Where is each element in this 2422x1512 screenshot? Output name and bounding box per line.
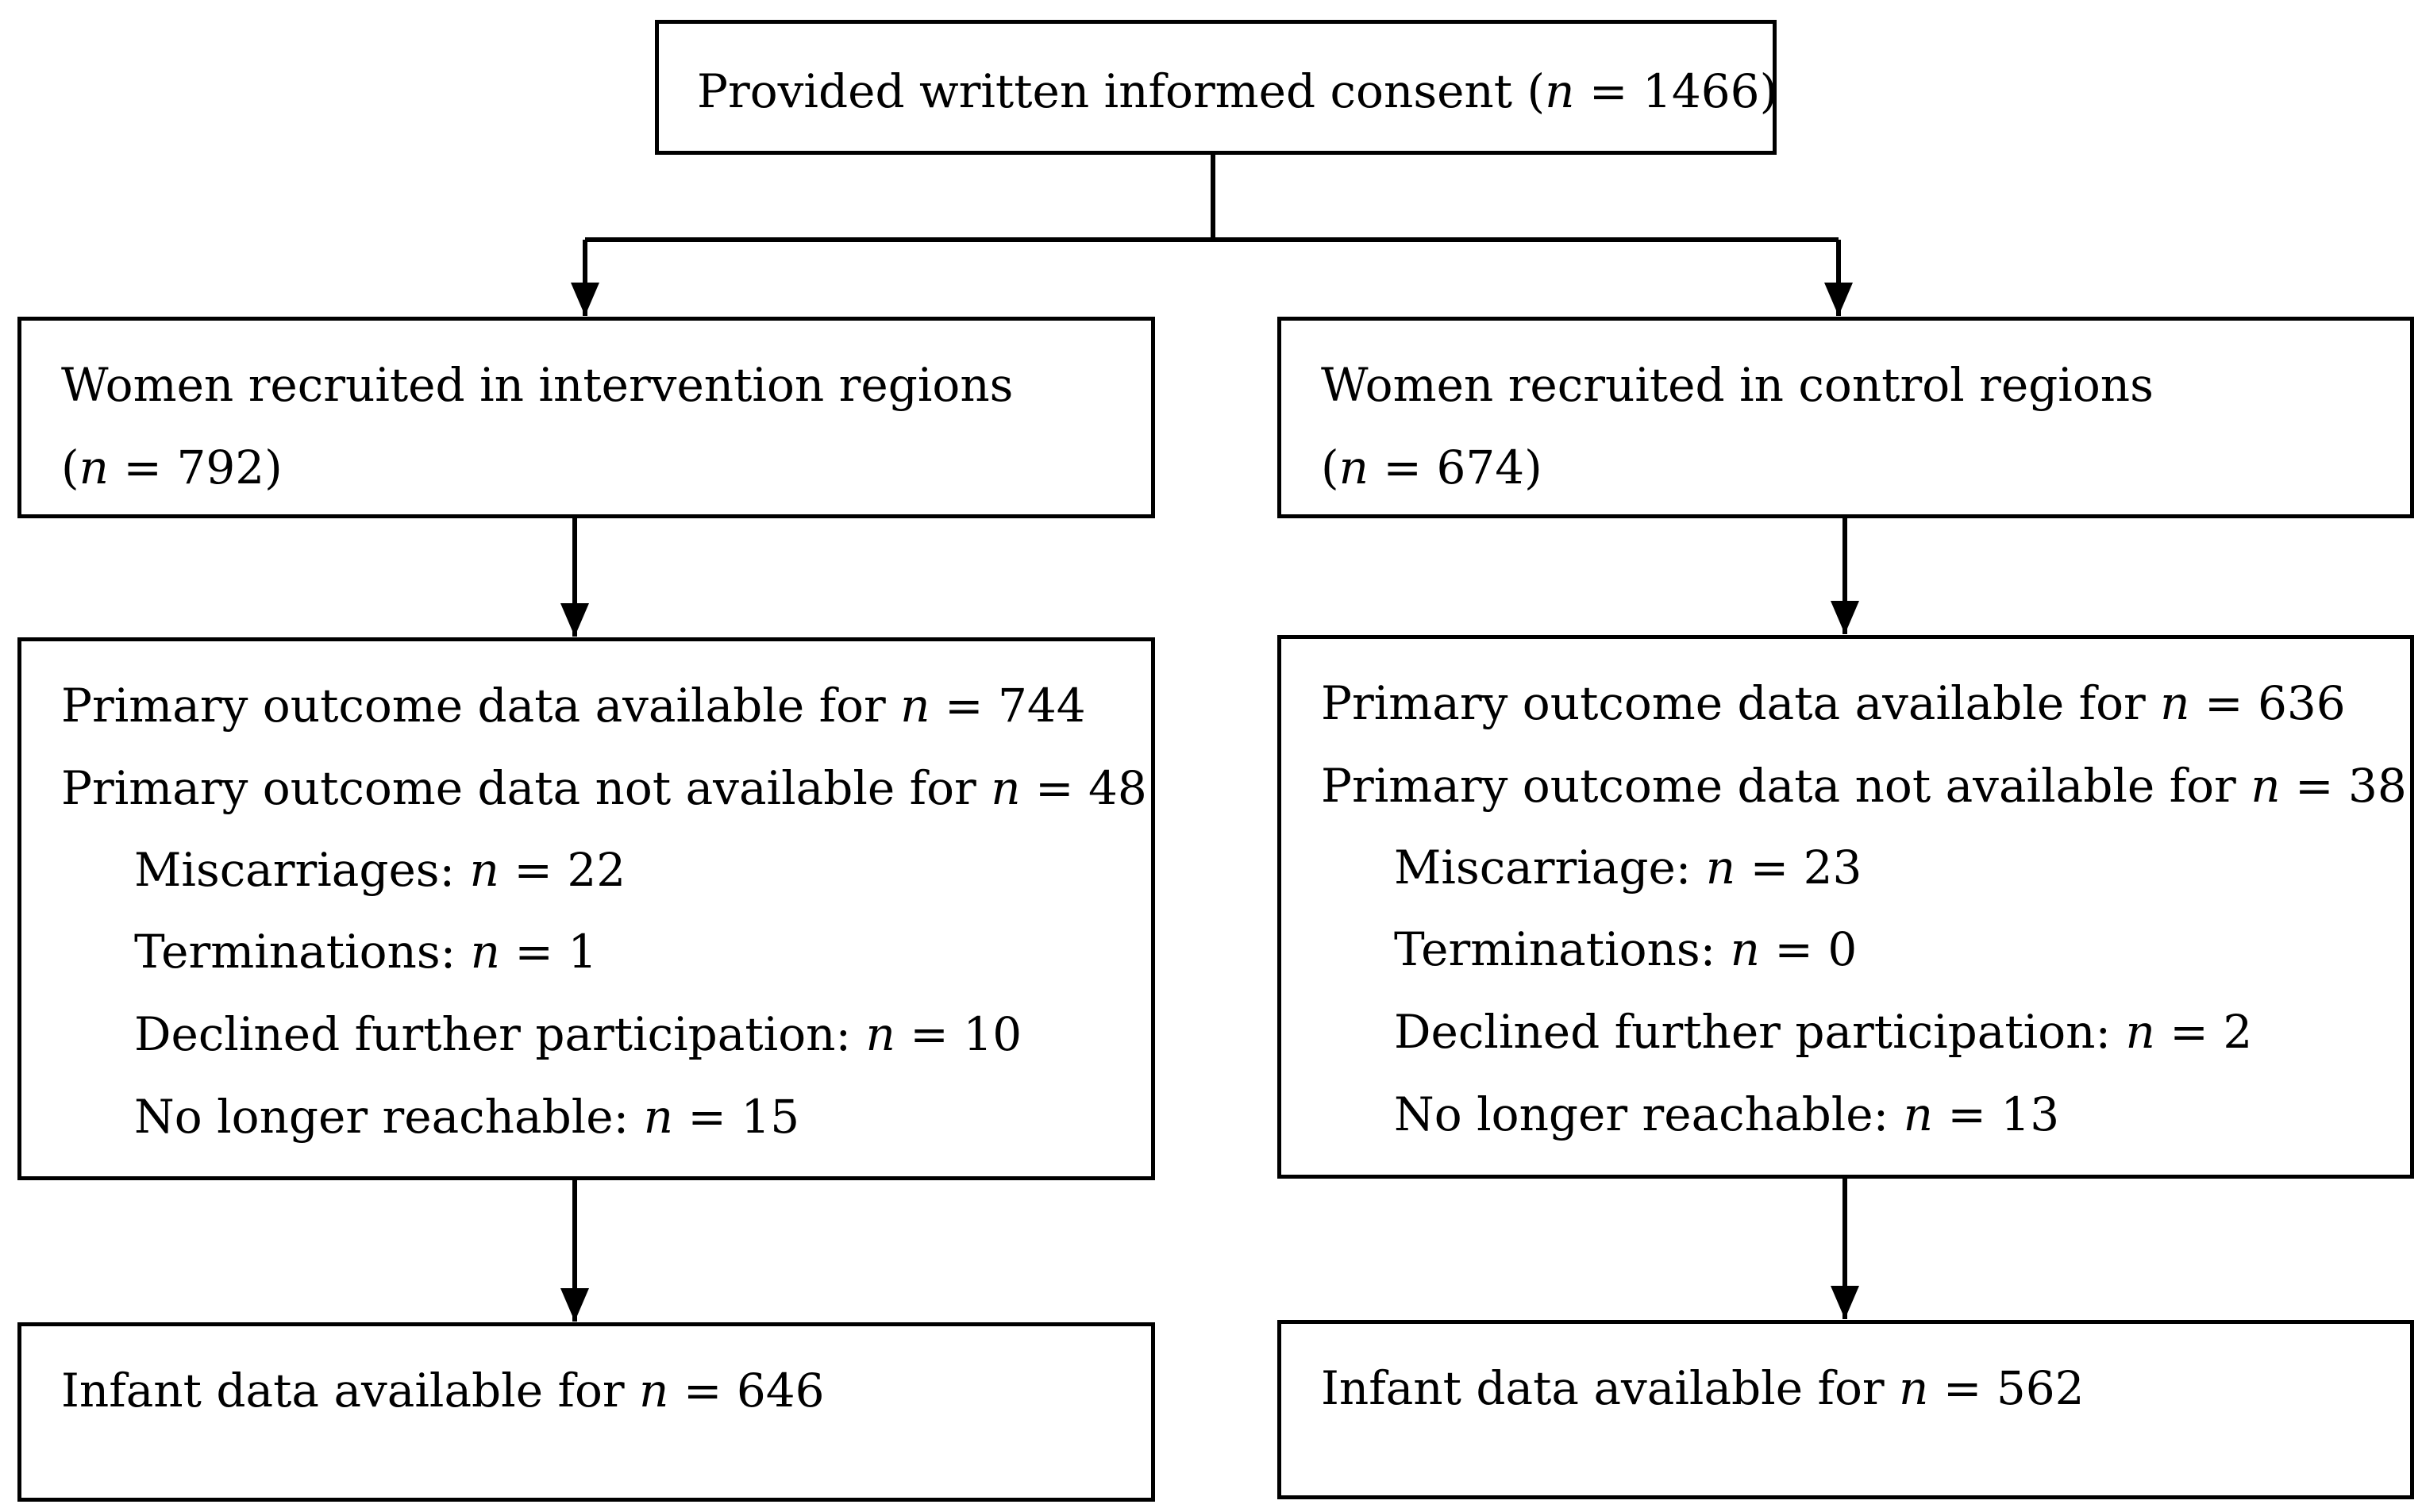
reason-line-terminations: Terminations: n = 1 <box>134 929 597 975</box>
line-label: Primary outcome data available for <box>1321 676 2161 730</box>
count-value: = 1 <box>499 925 598 979</box>
line-label: Primary outcome data available for <box>61 679 901 733</box>
n-symbol: n <box>865 1007 895 1061</box>
line-label: Infant data available for <box>1321 1361 1900 1415</box>
count-value: = 562 <box>1928 1361 2085 1415</box>
control-outcome-box: Primary outcome data available for n = 6… <box>1277 635 2414 1179</box>
line-label: Terminations: <box>134 925 471 979</box>
n-symbol: n <box>1705 841 1736 895</box>
reason-line-unreachable: No longer reachable: n = 13 <box>1394 1091 2059 1137</box>
n-symbol: n <box>1899 1361 1929 1415</box>
count-value: = 15 <box>672 1090 800 1144</box>
line-label: No longer reachable: <box>134 1090 644 1144</box>
n-symbol: n <box>1338 441 1369 494</box>
reason-line-terminations: Terminations: n = 0 <box>1394 926 1857 972</box>
reason-line-declined: Declined further participation: n = 2 <box>1394 1009 2252 1055</box>
count-value: = 2 <box>2154 1005 2253 1059</box>
n-symbol: n <box>470 925 500 979</box>
reason-line-miscarriage: Miscarriage: n = 23 <box>1394 844 1862 891</box>
control-recruited-count: (n = 674) <box>1321 444 1542 491</box>
count-value: = 23 <box>1735 841 1862 895</box>
intervention-recruited-box: Women recruited in intervention regions … <box>17 317 1155 518</box>
reason-line-unreachable: No longer reachable: n = 15 <box>134 1094 799 1140</box>
paren-open: ( <box>1321 441 1339 494</box>
n-symbol: n <box>469 843 499 897</box>
line-label: Miscarriage: <box>1394 841 1706 895</box>
line-label: Primary outcome data not available for <box>61 761 992 815</box>
count-value: = 38 <box>2280 759 2407 813</box>
infant-data-line: Infant data available for n = 646 <box>61 1368 825 1414</box>
control-recruited-label: Women recruited in control regions <box>1321 358 2154 412</box>
line-label: Miscarriages: <box>134 843 470 897</box>
intervention-outcome-box: Primary outcome data available for n = 7… <box>17 637 1155 1180</box>
line-label: Primary outcome data not available for <box>1321 759 2251 813</box>
n-symbol: n <box>643 1090 673 1144</box>
outcome-not-available-line: Primary outcome data not available for n… <box>1321 763 2407 809</box>
count-value: = 10 <box>895 1007 1022 1061</box>
outcome-not-available-line: Primary outcome data not available for n… <box>61 765 1147 811</box>
count-value: = 744 <box>930 679 1086 733</box>
consent-count: = 1466) <box>1574 64 1778 118</box>
n-symbol: n <box>2251 759 2281 813</box>
consent-text: Provided written informed consent (n = 1… <box>697 68 1777 114</box>
count-value: = 0 <box>1759 922 1858 976</box>
line-label: Infant data available for <box>61 1364 640 1418</box>
line-label: Declined further participation: <box>134 1007 866 1061</box>
consent-label: Provided written informed consent ( <box>697 64 1546 118</box>
consent-box: Provided written informed consent (n = 1… <box>655 20 1777 155</box>
n-symbol: n <box>79 441 109 494</box>
reason-line-declined: Declined further participation: n = 10 <box>134 1011 1022 1057</box>
count-value: = 22 <box>499 843 626 897</box>
reason-line-miscarriages: Miscarriages: n = 22 <box>134 847 626 893</box>
infant-data-line: Infant data available for n = 562 <box>1321 1365 2085 1411</box>
count-value: = 48 <box>1020 761 1147 815</box>
count-value: = 636 <box>2189 676 2346 730</box>
intervention-recruited-label: Women recruited in intervention regions <box>61 358 1014 412</box>
outcome-available-line: Primary outcome data available for n = 6… <box>1321 680 2346 726</box>
n-symbol: n <box>639 1364 669 1418</box>
n-symbol: n <box>1545 64 1575 118</box>
count-value: = 792) <box>109 441 283 494</box>
n-symbol: n <box>1730 922 1760 976</box>
count-value: = 646 <box>668 1364 825 1418</box>
outcome-available-line: Primary outcome data available for n = 7… <box>61 683 1086 729</box>
line-label: No longer reachable: <box>1394 1087 1904 1141</box>
line-label: Terminations: <box>1394 922 1731 976</box>
count-value: = 674) <box>1369 441 1542 494</box>
intervention-recruited-count: (n = 792) <box>61 444 283 491</box>
paren-open: ( <box>61 441 79 494</box>
line-label: Declined further participation: <box>1394 1005 2126 1059</box>
intervention-infant-box: Infant data available for n = 646 <box>17 1322 1155 1502</box>
control-infant-box: Infant data available for n = 562 <box>1277 1320 2414 1499</box>
n-symbol: n <box>1903 1087 1933 1141</box>
n-symbol: n <box>2125 1005 2155 1059</box>
count-value: = 13 <box>1932 1087 2060 1141</box>
n-symbol: n <box>900 679 930 733</box>
n-symbol: n <box>2160 676 2190 730</box>
n-symbol: n <box>991 761 1021 815</box>
control-recruited-box: Women recruited in control regions (n = … <box>1277 317 2414 518</box>
